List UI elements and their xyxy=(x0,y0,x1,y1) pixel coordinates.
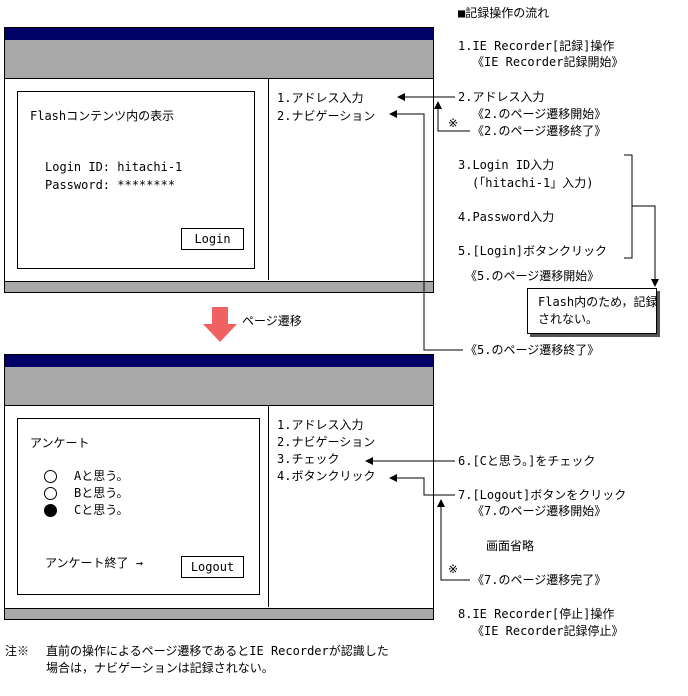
nav-item-address: 1.アドレス入力 xyxy=(277,91,364,105)
flash-note-line-1: Flash内のため，記録 xyxy=(538,295,658,309)
radio-option-b[interactable] xyxy=(44,487,57,500)
nav-item-check: 3.チェック xyxy=(277,452,340,466)
survey-title: アンケート xyxy=(30,436,90,450)
survey-content-box: アンケート Aと思う。 Bと思う。 Cと思う。 アンケート終了 → Logout xyxy=(17,418,260,595)
radio-option-c[interactable] xyxy=(44,504,57,517)
status-bar xyxy=(5,281,433,292)
flash-content-title: Flashコンテンツ内の表示 xyxy=(30,109,175,123)
step-7: 7.[Logout]ボタンをクリック xyxy=(458,488,627,502)
step-5-sub-end: 《5.のページ遷移終了》 xyxy=(465,343,600,357)
step-7-sub-start: 《7.のページ遷移開始》 xyxy=(472,504,607,518)
bracket-steps-3-5 xyxy=(624,154,633,259)
arrow-bracket-to-note xyxy=(632,205,659,287)
nav-item-navigation: 2.ナビゲーション xyxy=(277,109,376,123)
page-transition-arrow xyxy=(203,307,237,342)
step-1-sub: 《IE Recorder記録開始》 xyxy=(472,55,624,69)
step-3: 3.Login ID入力 xyxy=(458,158,555,172)
arrow-step7-to-button-click xyxy=(389,474,455,496)
step-8: 8.IE Recorder[停止]操作 xyxy=(458,607,615,621)
login-id-text: Login ID: hitachi-1 xyxy=(45,160,183,174)
nav-item-button-click: 4.ボタンクリック xyxy=(277,469,376,483)
pane-divider xyxy=(268,78,269,280)
browser-window-survey: アンケート Aと思う。 Bと思う。 Cと思う。 アンケート終了 → Logout… xyxy=(4,354,434,620)
logout-button[interactable]: Logout xyxy=(181,556,244,578)
step-4: 4.Password入力 xyxy=(458,210,555,224)
browser-window-login: Flashコンテンツ内の表示 Login ID: hitachi-1 Passw… xyxy=(4,27,434,293)
flow-title: ■記録操作の流れ xyxy=(458,6,550,20)
page-transition-label: ページ遷移 xyxy=(242,314,302,328)
flash-note-line-2: されない。 xyxy=(538,312,599,326)
step-2-sub-start: 《2.のページ遷移開始》 xyxy=(472,107,607,121)
title-bar xyxy=(5,28,433,40)
step-2-sub-end: 《2.のページ遷移終了》 xyxy=(472,124,607,138)
survey-end-text: アンケート終了 → xyxy=(45,556,143,570)
step-7-sub-end: 《7.のページ遷移完了》 xyxy=(472,573,607,587)
pane-divider xyxy=(268,405,269,607)
status-bar xyxy=(5,608,433,619)
step-3-sub: (「hitachi-1」入力) xyxy=(472,176,594,190)
option-a-label: Aと思う。 xyxy=(74,469,129,483)
step-5: 5.[Login]ボタンクリック xyxy=(458,244,608,258)
arrow-step5-end-to-navigation xyxy=(389,110,463,351)
step-2: 2.アドレス入力 xyxy=(458,90,545,104)
arrow-step2-end-up xyxy=(434,101,470,132)
nav-item-address: 1.アドレス入力 xyxy=(277,418,364,432)
note-mark-2: ※ xyxy=(448,562,459,576)
step-8-sub: 《IE Recorder記録停止》 xyxy=(472,624,624,638)
title-bar xyxy=(5,355,433,367)
step-6: 6.[Cと思う。]をチェック xyxy=(458,454,596,468)
toolbar xyxy=(5,367,433,406)
step-1: 1.IE Recorder[記録]操作 xyxy=(458,39,615,53)
flash-note-box: Flash内のため，記録 されない。 xyxy=(527,288,658,334)
screen-omitted-label: 画面省略 xyxy=(486,539,535,553)
footnote-line-1: 直前の操作によるページ遷移であるとIE Recorderが認識した xyxy=(46,644,389,658)
footnote-line-2: 場合は，ナビゲーションは記録されない。 xyxy=(46,661,274,675)
footnote-label: 注※ xyxy=(5,644,30,658)
radio-option-a[interactable] xyxy=(44,470,57,483)
login-button[interactable]: Login xyxy=(181,228,244,250)
flash-content-box: Flashコンテンツ内の表示 Login ID: hitachi-1 Passw… xyxy=(17,91,255,269)
nav-item-navigation: 2.ナビゲーション xyxy=(277,435,376,449)
note-mark-1: ※ xyxy=(448,116,459,130)
arrow-step7-end-up xyxy=(437,499,470,581)
option-c-label: Cと思う。 xyxy=(74,503,129,517)
option-b-label: Bと思う。 xyxy=(74,486,129,500)
step-5-sub-start: 《5.のページ遷移開始》 xyxy=(465,269,600,283)
toolbar xyxy=(5,40,433,79)
password-text: Password: ******** xyxy=(45,178,176,192)
